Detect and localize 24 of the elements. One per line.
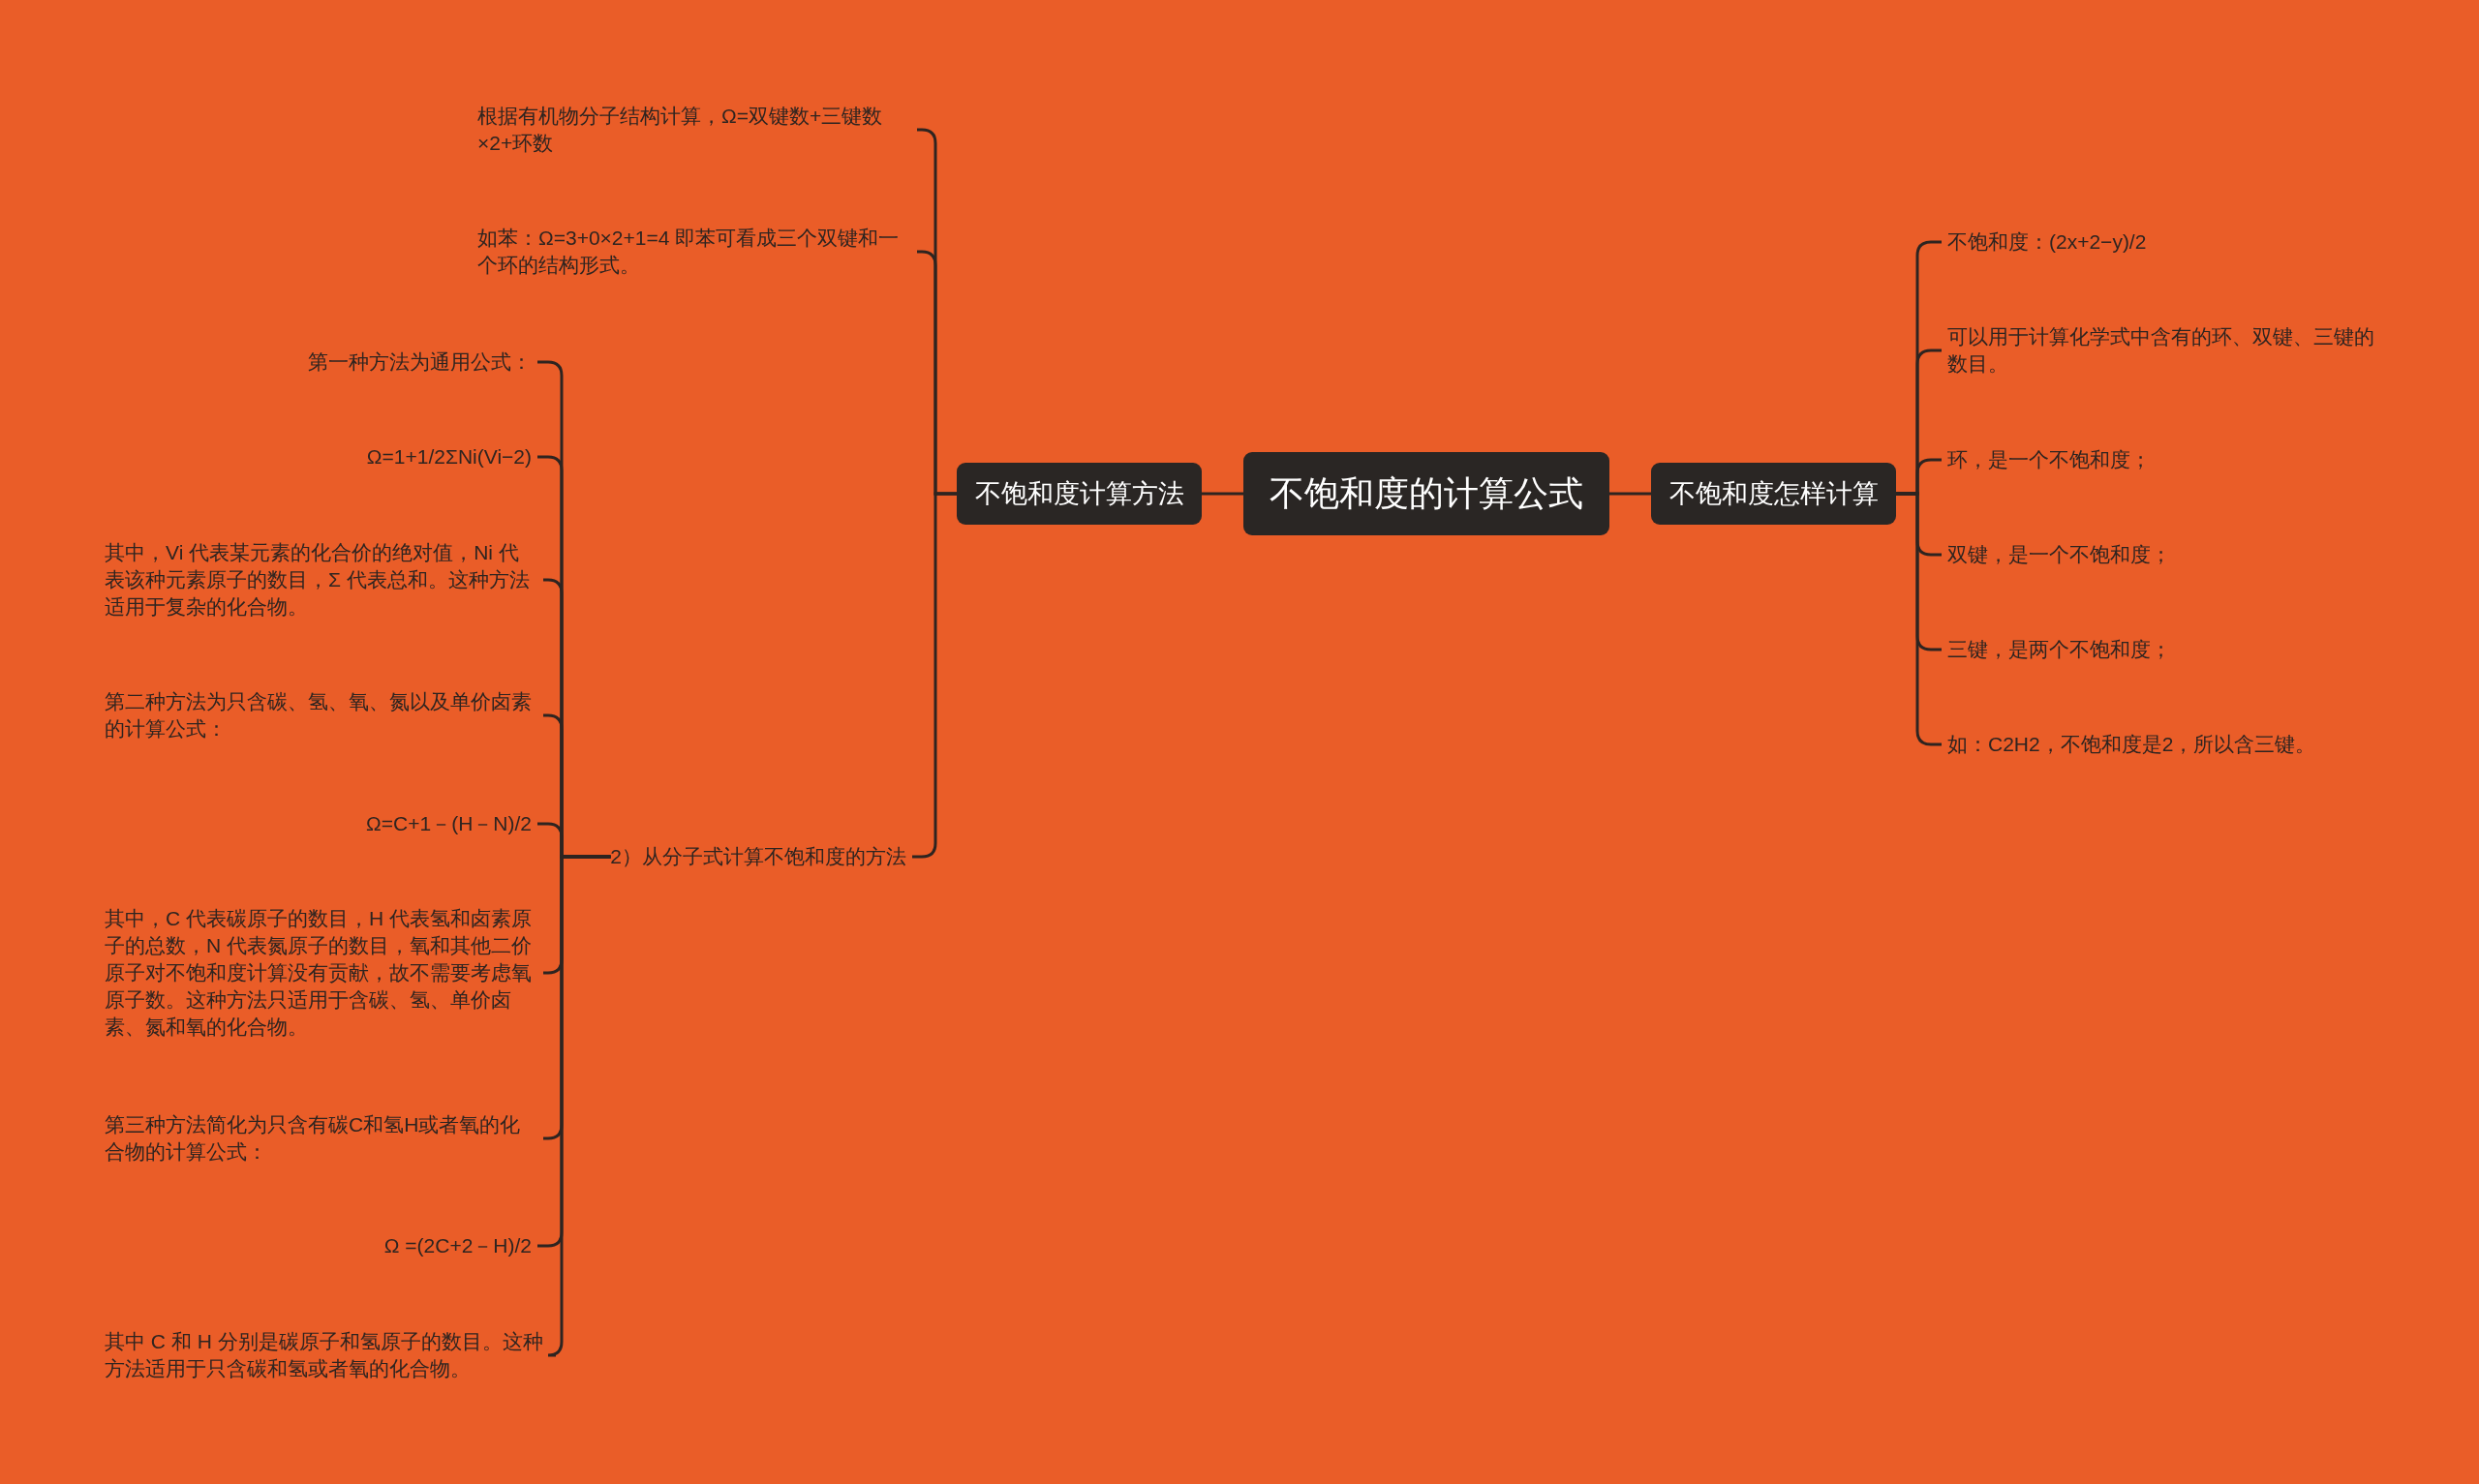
topic-box: 不饱和度怎样计算 <box>1651 463 1896 525</box>
note-text: 其中 C 和 H 分别是碳原子和氢原子的数目。这种方法适用于只含碳和氢或者氧的化合物。 <box>105 1328 550 1382</box>
note-text: 双键，是一个不饱和度； <box>1947 541 2171 568</box>
note-text: Ω=1+1/2ΣNi(Vi−2) <box>366 443 532 470</box>
note-text: Ω=C+1－(H－N)/2 <box>366 810 532 837</box>
note-text: 三键，是两个不饱和度； <box>1947 636 2171 663</box>
note-text: 不饱和度：(2x+2−y)/2 <box>1947 228 2147 256</box>
note-text: 其中，C 代表碳原子的数目，H 代表氢和卤素原子的总数，N 代表氮原子的数目，氧和其他二价原子对不饱和度计算没有贡献，故不需要考虑氧原子数。这种方法只适用于含碳、氢、单价卤素、氮和氧的化合物。 <box>105 905 537 1041</box>
note-text: 第二种方法为只含碳、氢、氧、氮以及单价卤素的计算公式： <box>105 688 537 742</box>
note-text: Ω =(2C+2－H)/2 <box>383 1232 532 1259</box>
note-text: 第一种方法为通用公式： <box>308 348 532 376</box>
central-topic: 不饱和度的计算公式 <box>1243 452 1609 535</box>
note-text: 环，是一个不饱和度； <box>1947 446 2151 473</box>
note-text: 其中，Vi 代表某元素的化合价的绝对值，Ni 代表该种元素原子的数目，Σ 代表总和。这种方法适用于复杂的化合物。 <box>105 539 537 621</box>
note-text: 可以用于计算化学式中含有的环、双键、三键的数目。 <box>1947 323 2393 378</box>
note-text: 2）从分子式计算不饱和度的方法 <box>610 843 906 870</box>
topic-box: 不饱和度计算方法 <box>957 463 1202 525</box>
note-text: 根据有机物分子结构计算，Ω=双键数+三键数×2+环数 <box>477 103 911 157</box>
connector-line <box>1609 492 1651 496</box>
connector-line <box>546 855 611 1357</box>
note-text: 如：C2H2，不饱和度是2，所以含三键。 <box>1947 731 2316 758</box>
note-text: 如苯：Ω=3+0×2+1=4 即苯可看成三个双键和一个环的结构形式。 <box>477 225 911 279</box>
connector-line <box>1202 492 1243 496</box>
note-text: 第三种方法简化为只含有碳C和氢H或者氧的化合物的计算公式： <box>105 1111 537 1166</box>
